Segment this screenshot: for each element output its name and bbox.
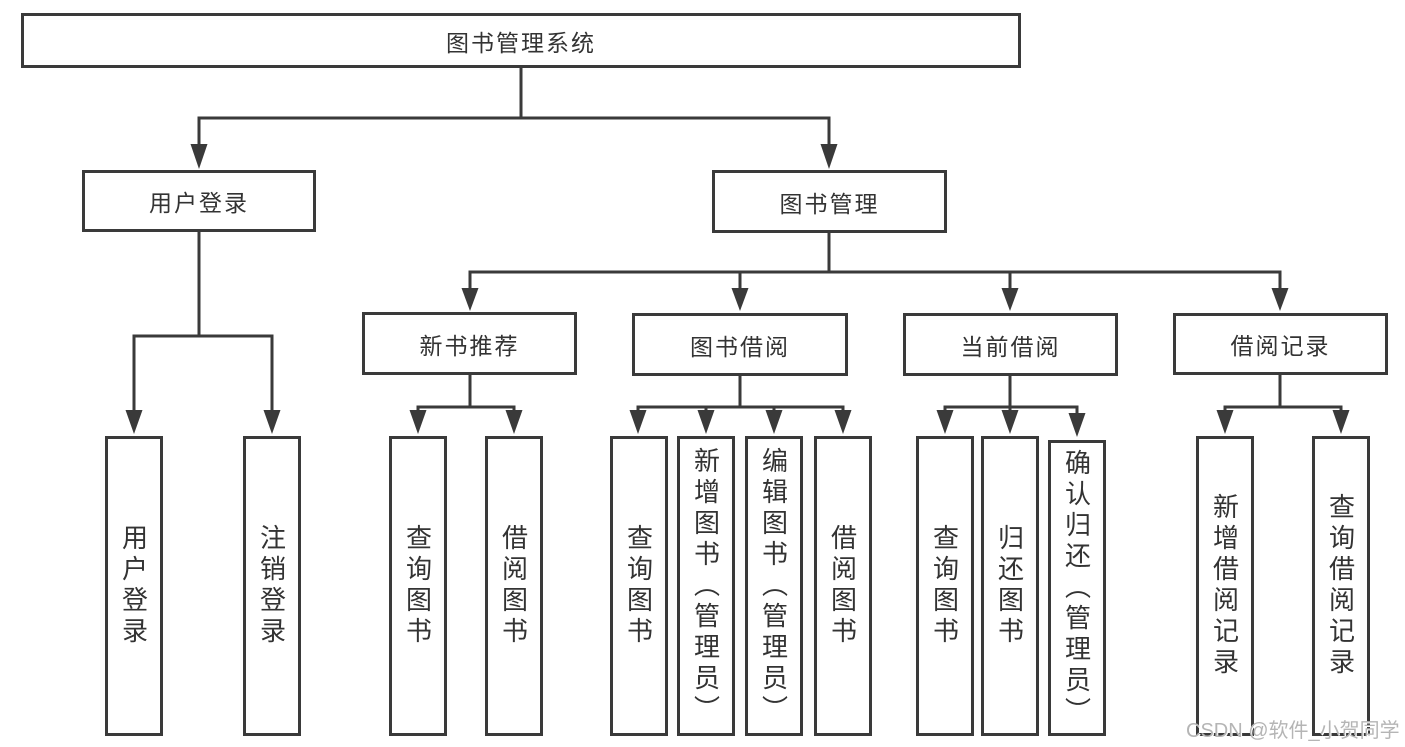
node-new-book-recommend: 新书推荐 <box>362 312 577 375</box>
leaf-add-borrow-record: 新增借阅记录 <box>1196 436 1254 736</box>
node-book-management: 图书管理 <box>712 170 947 233</box>
leaf-query-books-1: 查询图书 <box>389 436 447 736</box>
watermark-text: CSDN @软件_小贺同学 <box>1186 720 1400 742</box>
leaf-user-login: 用户登录 <box>105 436 163 736</box>
leaf-logout: 注销登录 <box>243 436 301 736</box>
leaf-query-borrow-record: 查询借阅记录 <box>1312 436 1370 736</box>
node-user-login: 用户登录 <box>82 170 316 232</box>
leaf-return-books: 归还图书 <box>981 436 1039 736</box>
leaf-query-books-2: 查询图书 <box>610 436 668 736</box>
connector-root-to-level2 <box>190 66 838 169</box>
leaf-confirm-return-admin: 确认归还（管理员） <box>1048 440 1106 736</box>
node-library-management-system: 图书管理系统 <box>21 13 1021 68</box>
node-current-borrow: 当前借阅 <box>903 313 1118 376</box>
node-borrow-record: 借阅记录 <box>1173 313 1388 375</box>
node-book-borrow: 图书借阅 <box>632 313 848 376</box>
connector-current-borrow-to-leaves <box>936 374 1086 437</box>
connector-new-book-to-leaves <box>409 374 523 434</box>
leaf-borrow-books-1: 借阅图书 <box>485 436 543 736</box>
leaf-edit-books-admin: 编辑图书（管理员） <box>745 436 803 736</box>
connector-borrow-record-to-leaves <box>1216 374 1350 434</box>
leaf-add-books-admin: 新增图书（管理员） <box>677 436 735 736</box>
connector-user-login-to-leaves <box>125 231 281 434</box>
leaf-query-books-3: 查询图书 <box>916 436 974 736</box>
connector-book-borrow-to-leaves <box>629 374 852 434</box>
connector-book-mgmt-to-level3 <box>461 232 1289 311</box>
leaf-borrow-books-2: 借阅图书 <box>814 436 872 736</box>
